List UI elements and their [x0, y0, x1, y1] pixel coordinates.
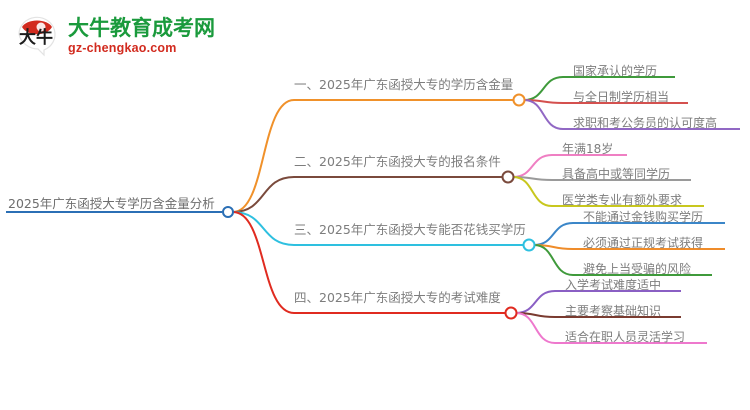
branch-node-4[interactable] — [504, 306, 518, 320]
svg-text:大牛: 大牛 — [19, 27, 53, 48]
leaf-label-2-3: 医学类专业有额外要求 — [562, 193, 683, 207]
leaf-label-1-2: 与全日制学历相当 — [573, 90, 670, 104]
leaf-link-2-1 — [512, 154, 553, 178]
leaf-label-3-3: 避免上当受骗的风险 — [583, 262, 692, 276]
leaf-link-3-1 — [533, 222, 574, 246]
mindmap-underlines — [6, 76, 740, 344]
logo-name-cn: 大牛教育成考网 — [68, 16, 215, 40]
leaf-link-1-3 — [523, 99, 564, 130]
leaf-label-4-2: 主要考察基础知识 — [565, 304, 662, 318]
leaf-link-4-3 — [515, 312, 556, 344]
branch-link-2 — [232, 176, 295, 213]
logo-mark-icon: 大牛 — [14, 13, 60, 59]
branch-label-3: 三、2025年广东函授大专能否花钱买学历 — [294, 222, 526, 237]
leaf-label-1-3: 求职和考公务员的认可度高 — [573, 116, 718, 130]
mindmap-links — [232, 76, 574, 344]
logo-name-en: gz-chengkao.com — [68, 40, 177, 55]
leaf-label-2-2: 具备高中或等同学历 — [562, 167, 671, 181]
leaf-label-4-3: 适合在职人员灵活学习 — [565, 330, 686, 344]
leaf-link-1-1 — [523, 76, 564, 101]
leaf-link-3-3 — [533, 244, 574, 276]
branch-link-4 — [232, 211, 295, 314]
root-label: 2025年广东函授大专学历含金量分析 — [8, 196, 215, 211]
branch-label-1: 一、2025年广东函授大专的学历含金量 — [294, 77, 514, 92]
leaf-label-1-1: 国家承认的学历 — [573, 64, 658, 78]
branch-link-3 — [232, 211, 295, 246]
branch-link-1 — [232, 99, 295, 213]
branch-node-1[interactable] — [512, 93, 526, 107]
logo-text: 大牛教育成考网 gz-chengkao.com — [68, 18, 215, 55]
site-logo: 大牛 大牛教育成考网 gz-chengkao.com — [14, 12, 224, 60]
leaf-label-2-1: 年满18岁 — [562, 142, 614, 156]
leaf-link-2-3 — [512, 176, 553, 207]
leaf-label-3-2: 必须通过正规考试获得 — [583, 236, 704, 250]
leaf-label-3-1: 不能通过金钱购买学历 — [583, 210, 704, 224]
branch-node-3[interactable] — [522, 238, 536, 252]
leaf-link-4-1 — [515, 290, 556, 314]
branch-node-2[interactable] — [501, 170, 515, 184]
root-node[interactable] — [222, 206, 234, 218]
mindmap-nodes — [222, 93, 536, 320]
branch-label-4: 四、2025年广东函授大专的考试难度 — [294, 290, 501, 305]
leaf-label-4-1: 入学考试难度适中 — [565, 278, 662, 292]
branch-label-2: 二、2025年广东函授大专的报名条件 — [294, 154, 501, 169]
